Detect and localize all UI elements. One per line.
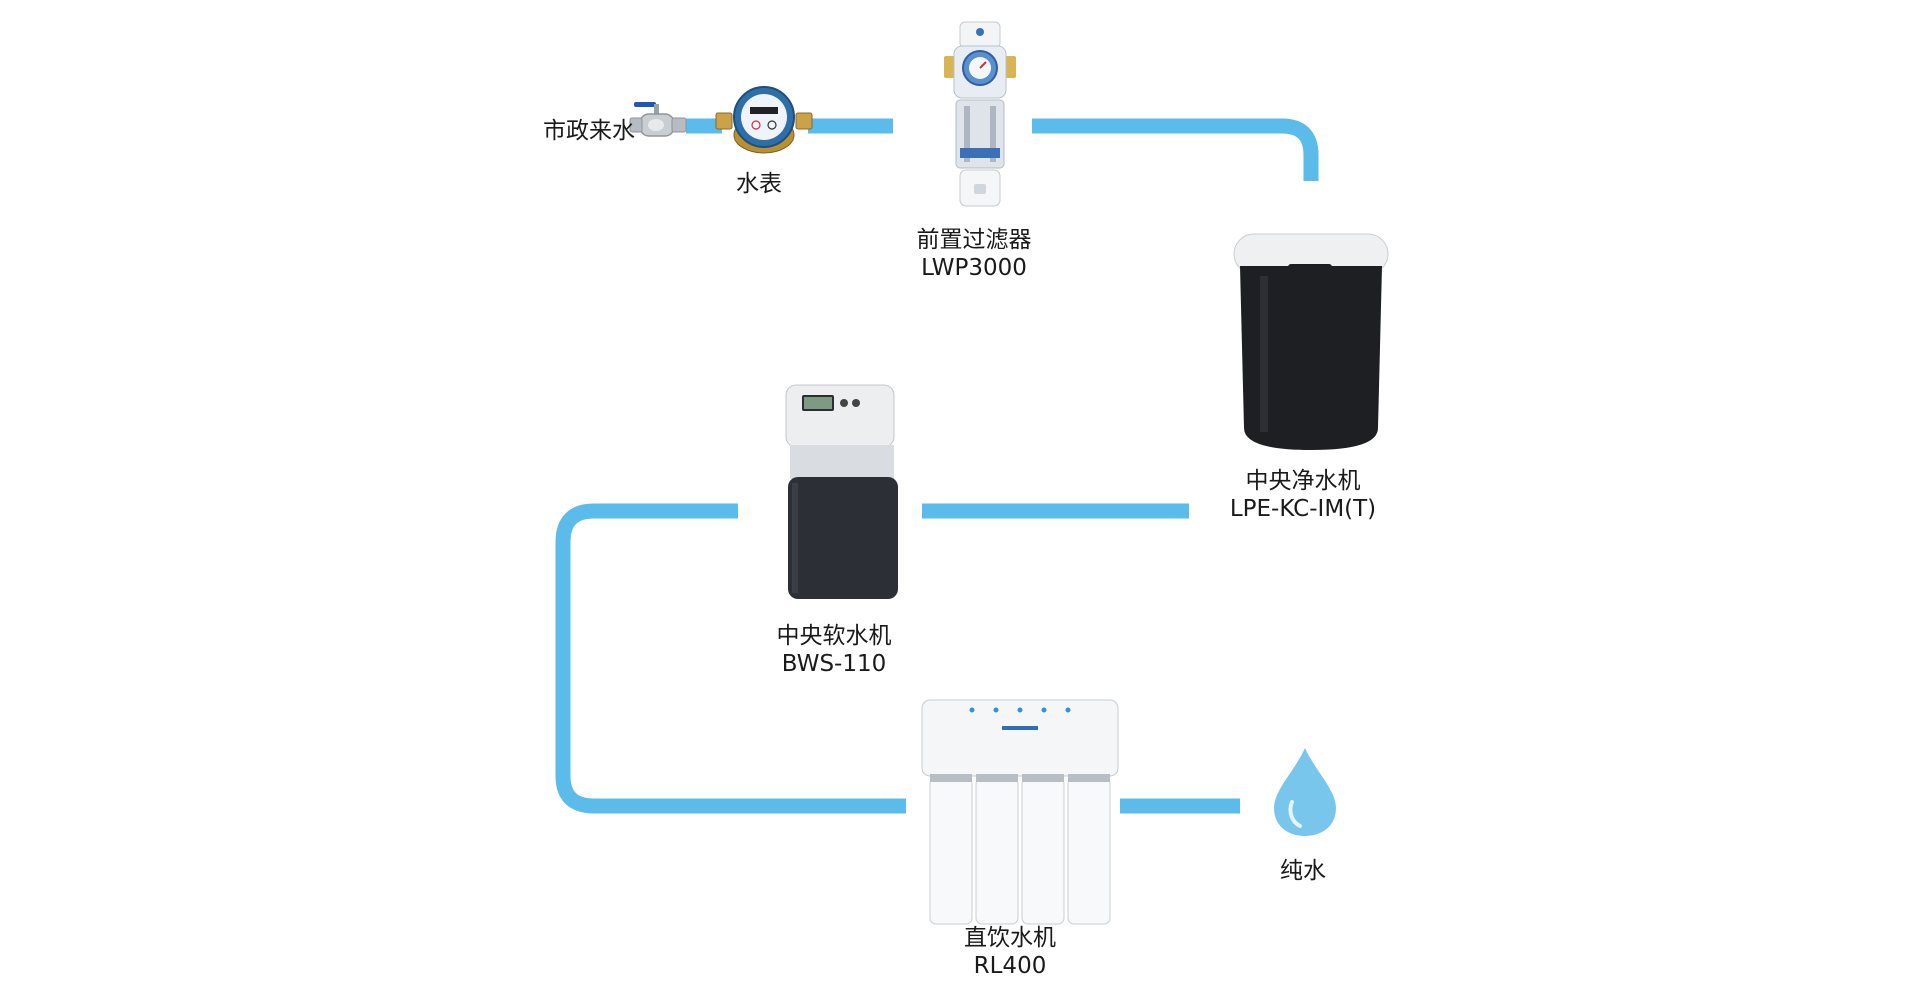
prefilter-label: 前置过滤器 LWP3000 [917,226,1032,282]
softener-name: 中央软水机 [776,623,892,649]
pipe-softener-to-ro [555,503,906,814]
source-label: 市政来水 [543,117,635,145]
ro-label: 直饮水机 RL400 [964,924,1056,980]
water-meter-icon [715,86,813,154]
ro-name: 直饮水机 [964,925,1056,951]
meter-label-text: 水表 [736,171,782,197]
source-label-text: 市政来水 [543,118,635,144]
purifier-label: 中央净水机 LPE-KC-IM(T) [1230,467,1376,523]
prefilter-model: LWP3000 [921,255,1027,281]
water-drop-icon [1274,748,1336,836]
softener-device-icon [785,384,898,599]
purifier-model: LPE-KC-IM(T) [1229,496,1377,522]
central-purifier-device-icon [1233,233,1389,450]
ball-valve-icon [629,102,687,137]
ro-model: RL400 [973,953,1047,979]
output-label-text: 纯水 [1280,858,1326,884]
ro-machine-device-icon [921,699,1119,925]
purifier-name: 中央净水机 [1245,468,1361,494]
output-label: 纯水 [1280,857,1326,885]
softener-label: 中央软水机 BWS-110 [777,622,892,678]
prefilter-device-icon [944,21,1016,207]
pipe-prefilter-to-purifier [1032,118,1319,181]
softener-model: BWS-110 [781,651,887,677]
prefilter-name: 前置过滤器 [916,227,1032,253]
meter-label: 水表 [736,170,782,198]
